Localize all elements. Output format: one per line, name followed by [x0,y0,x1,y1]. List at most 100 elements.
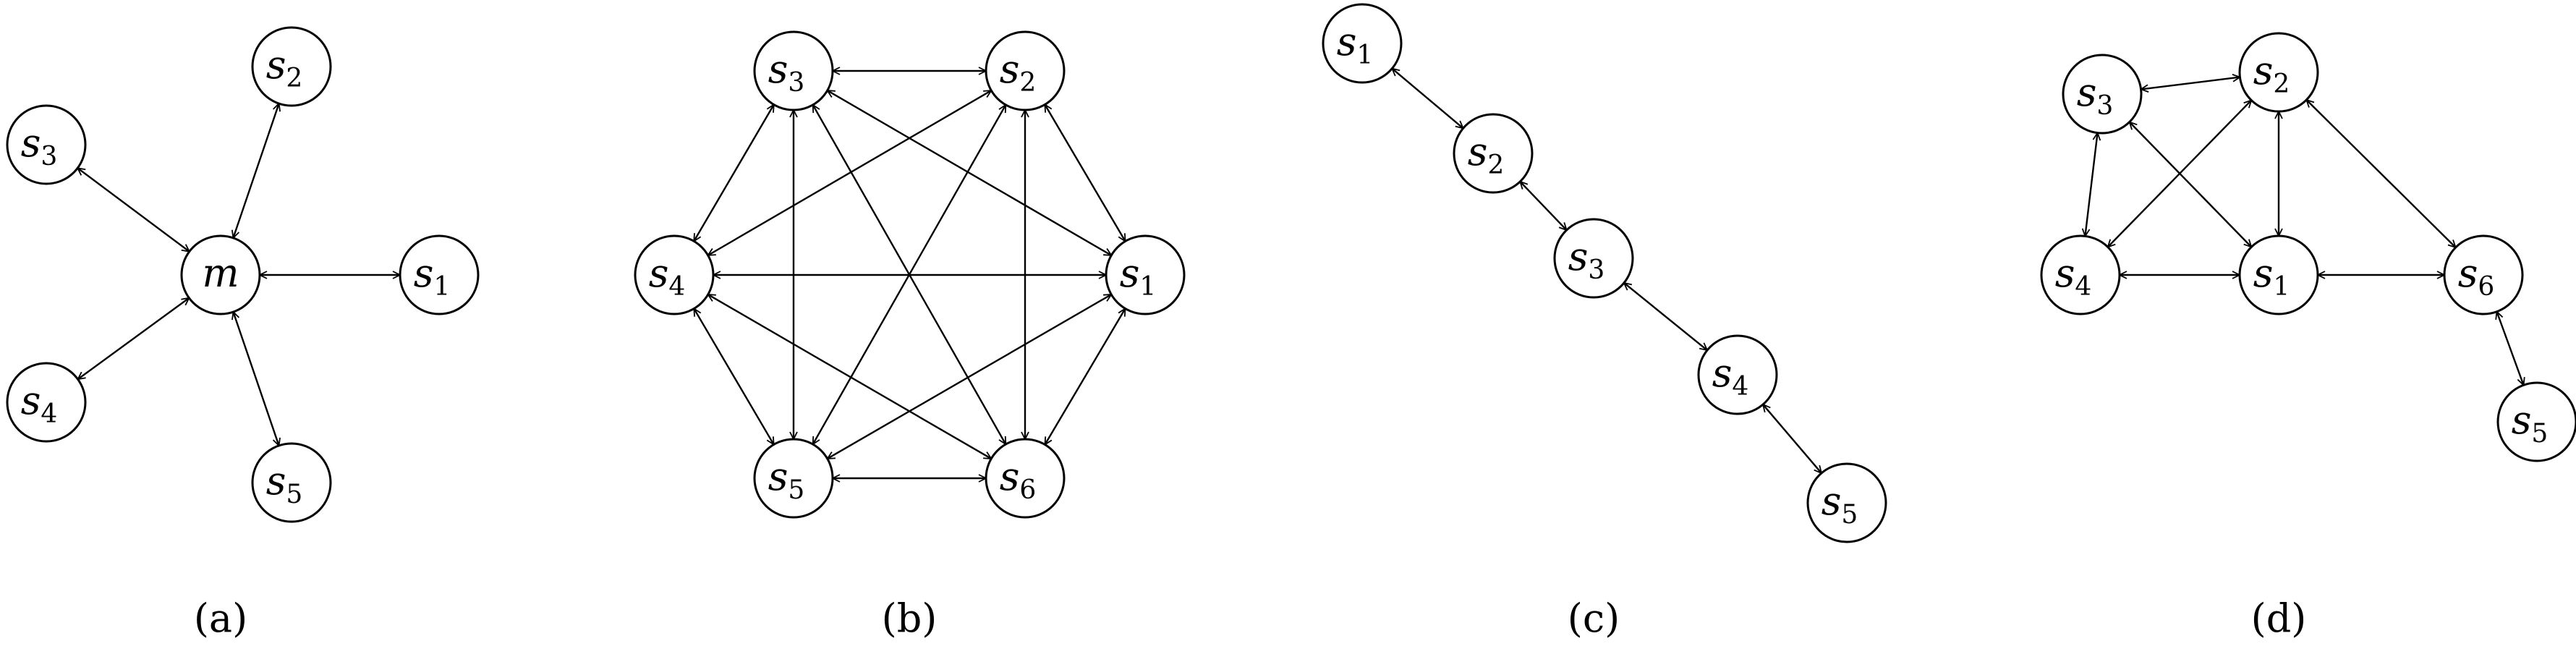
node-label-base: s [2055,250,2075,296]
caption: (d) [2251,595,2307,641]
edge-s3-s1 [828,90,1112,256]
edge-s3-s2 [2141,77,2240,90]
node-circle [985,30,1066,111]
node-circle [180,234,261,315]
edge-m-s5 [233,312,279,446]
node-label: s4 [2055,250,2092,302]
node-circle [2062,54,2143,135]
node-label-subscript: 3 [1588,255,1604,285]
node-label-base: s [1468,129,1488,174]
node-label-subscript: 1 [1356,41,1373,70]
node-circle [2238,32,2319,113]
node-label-subscript: 4 [1732,372,1748,402]
node-circle [2040,234,2121,315]
caption: (a) [194,595,247,641]
caption: (b) [882,595,938,641]
node-label: s6 [2458,250,2495,302]
node-s3: s3 [1553,218,1634,299]
edge-m-s2 [233,103,279,238]
node-label-subscript: 5 [1841,500,1858,530]
node-circle [2496,381,2576,462]
node-s2: s2 [2238,32,2319,113]
edge-s3-s4 [1624,283,1707,350]
node-label: s5 [266,458,303,509]
node-s5: s5 [753,438,834,519]
node-circle [6,362,87,443]
node-label: s2 [266,42,303,93]
node-circle [2443,234,2524,315]
node-label-subscript: 3 [41,142,57,171]
node-label-base: s [1120,250,1140,296]
node-circle [634,234,715,315]
node-label-base: s [2458,250,2478,296]
node-label: s3 [2077,69,2114,121]
node-circle [1322,3,1403,84]
edge-s2-s4 [2108,101,2251,247]
node-s5: s5 [251,442,332,523]
node-label-base: s [266,42,286,88]
edge-s3-s4 [693,105,775,242]
node-s1: s1 [399,234,480,315]
node-label-base: s [1000,454,1020,499]
node-circle [1806,462,1887,543]
node-circle [2238,234,2319,315]
node-circle [985,438,1066,519]
edge-s3-s4 [2085,133,2097,237]
node-label: s2 [2253,48,2290,99]
edge-s6-s5 [2496,312,2523,386]
node-label-subscript: 5 [788,475,804,505]
node-circle [753,438,834,519]
node-s6: s6 [985,438,1066,519]
node-label: s1 [2253,250,2290,302]
node-label: s5 [2512,397,2549,449]
node-circle [6,104,87,185]
node-s1: s1 [1105,234,1186,315]
node-label: s1 [1337,19,1374,70]
edge-s4-s6 [708,294,992,459]
edges [2085,77,2523,386]
node-label: s4 [1712,350,1749,402]
edge-s1-s2 [1392,69,1463,129]
edge-m-s3 [77,168,189,251]
edges [693,71,1126,478]
edge-s3-s1 [2130,122,2252,247]
edge-m-s4 [78,298,190,379]
node-label: s3 [768,46,805,98]
node-label-subscript: 5 [2531,419,2548,449]
edge-s2-s4 [708,90,992,256]
node-label: s3 [21,120,58,171]
node-label-base: s [266,458,286,504]
node-label: s1 [1120,250,1157,302]
node-label: m [202,250,239,296]
edges [77,103,400,446]
node-label-subscript: 2 [1487,150,1504,180]
node-s5: s5 [1806,462,1887,543]
node-s3: s3 [6,104,87,185]
node-label-subscript: 6 [1019,475,1036,505]
node-label: s5 [1822,478,1858,530]
node-label: s4 [649,250,686,302]
node-label-base: s [768,46,788,92]
node-label-base: m [202,250,239,296]
node-label: s6 [1000,454,1037,505]
node-circle [399,234,480,315]
node-label-subscript: 1 [1139,272,1156,302]
node-circle [753,30,834,111]
node-s5: s5 [2496,381,2576,462]
node-label-base: s [768,454,788,499]
node-label-subscript: 1 [433,272,450,302]
edge-s4-s5 [1763,404,1822,473]
node-s3: s3 [2062,54,2143,135]
node-label-subscript: 4 [2075,272,2091,302]
node-label: s2 [1000,46,1037,98]
node-label-subscript: 6 [2478,272,2494,302]
caption: (c) [1568,595,1620,641]
node-s4: s4 [6,362,87,443]
node-label-base: s [1337,19,1357,64]
node-label: s2 [1468,129,1505,180]
